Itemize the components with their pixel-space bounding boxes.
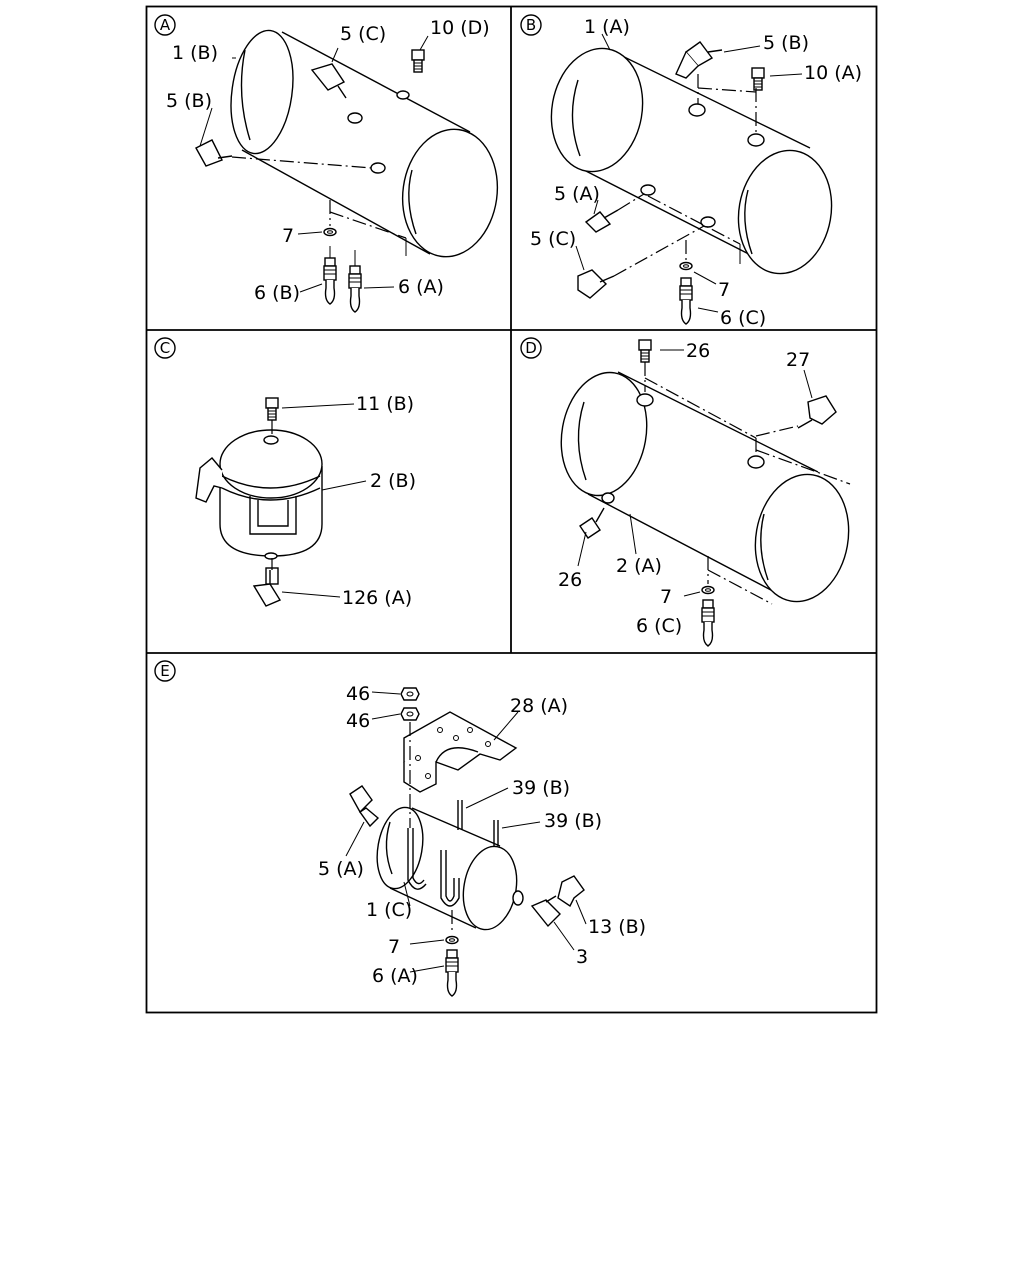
panel-a: A: [154, 14, 499, 313]
label-5b-b: 5 (B): [763, 32, 809, 54]
drain-6c-b: [679, 277, 693, 325]
panel-letter-e: E: [154, 660, 176, 682]
washer-7-a: [323, 227, 337, 237]
u-bolt-39b-b: [407, 820, 499, 890]
air-tank-a: [230, 29, 499, 258]
bolt-26-d-top: [638, 339, 652, 363]
label-7-d: 7: [660, 586, 672, 608]
drain-6c-d: [701, 599, 715, 647]
drain-6b-a: [323, 257, 337, 305]
label-10a: 10 (A): [804, 62, 862, 84]
panel-letter-c: C: [154, 337, 176, 359]
elbow-5a-e: [349, 785, 380, 828]
plug-10d-a: [411, 49, 425, 73]
label-5c: 5 (C): [340, 23, 386, 45]
label-28a: 28 (A): [510, 695, 568, 717]
label-46-bottom: 46: [346, 710, 370, 732]
panel-letter-b-text: B: [526, 16, 536, 34]
panel-letter-c-text: C: [160, 339, 170, 357]
label-3: 3: [576, 946, 588, 968]
fitting-5b-a: [195, 139, 233, 167]
fitting-5c-b: [577, 269, 615, 299]
plug-10a-b: [751, 67, 765, 91]
label-5b: 5 (B): [166, 90, 212, 112]
elbow-27-d: [797, 395, 837, 429]
air-tank-e: [376, 806, 524, 931]
elbow-126a-c: [252, 567, 282, 607]
label-1a: 1 (A): [584, 16, 630, 38]
elbow-3-e: [530, 895, 561, 928]
label-6c-b: 6 (C): [720, 307, 766, 329]
label-11b: 11 (B): [356, 393, 414, 415]
fitting-11b-c: [265, 397, 279, 421]
bolt-26-d-side: [579, 507, 605, 539]
panel-letter-a: A: [154, 14, 176, 36]
washer-7-b: [679, 261, 693, 271]
label-2a: 2 (A): [616, 555, 662, 577]
drain-6a-e: [445, 949, 459, 997]
label-5c-b: 5 (C): [530, 228, 576, 250]
air-tank-b: [550, 47, 833, 275]
label-6c-d: 6 (C): [636, 615, 682, 637]
label-5a-b: 5 (A): [554, 183, 600, 205]
label-6a: 6 (A): [398, 276, 444, 298]
air-tank-d: [560, 371, 850, 603]
label-7-e: 7: [388, 936, 400, 958]
label-13b: 13 (B): [588, 916, 646, 938]
label-39b-right: 39 (B): [544, 810, 602, 832]
label-10d: 10 (D): [430, 17, 490, 39]
panel-letter-d-text: D: [525, 339, 537, 357]
u-bolt-39b-a: [440, 800, 463, 907]
air-reservoir-c: [195, 429, 323, 560]
label-1c: 1 (C): [366, 899, 412, 921]
label-7-b: 7: [718, 279, 730, 301]
label-126a: 126 (A): [342, 587, 412, 609]
diagram-frame: [145, 5, 878, 1014]
drain-6a-a: [348, 265, 362, 313]
panel-letter-a-text: A: [160, 16, 171, 34]
label-46-top: 46: [346, 683, 370, 705]
label-26-top: 26: [686, 340, 710, 362]
fitting-5a-b: [584, 209, 619, 233]
panel-letter-e-text: E: [160, 662, 169, 680]
label-5a-e: 5 (A): [318, 858, 364, 880]
label-27: 27: [786, 349, 810, 371]
label-2b: 2 (B): [370, 470, 416, 492]
label-26-side: 26: [558, 569, 582, 591]
washer-7-e: [445, 935, 459, 945]
fitting-5c-a: [310, 63, 347, 99]
fitting-5b-b: [675, 41, 723, 79]
washer-7-d: [701, 585, 715, 595]
label-1b: 1 (B): [172, 42, 218, 64]
label-39b-top: 39 (B): [512, 777, 570, 799]
panel-letter-b: B: [520, 14, 542, 36]
label-6b: 6 (B): [254, 282, 300, 304]
bracket-28a: [403, 711, 518, 793]
panel-e: E: [154, 660, 646, 997]
switch-13b-e: [557, 875, 585, 908]
panel-c: C 11 (B) 2 (B) 126 (A): [154, 337, 416, 609]
label-7: 7: [282, 225, 294, 247]
panel-letter-d: D: [520, 337, 542, 359]
label-6a-e: 6 (A): [372, 965, 418, 987]
nut-46-bottom: [400, 707, 420, 721]
panel-b: B: [520, 14, 862, 329]
panel-d: D: [520, 337, 851, 647]
nut-46-top: [400, 687, 420, 701]
